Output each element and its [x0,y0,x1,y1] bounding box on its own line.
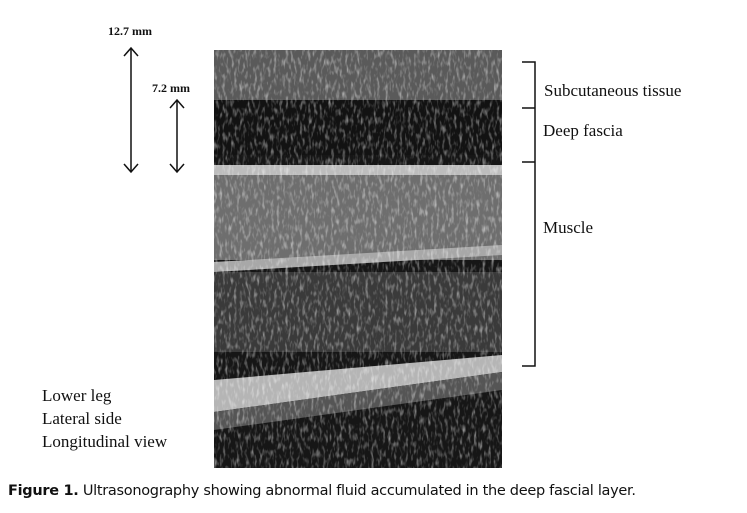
layer-brackets [522,61,536,367]
caption-label: Figure 1. [8,483,79,499]
measurement-label-total: 12.7 mm [108,24,152,38]
view-info-view: Longitudinal view [42,432,168,451]
label-subcutaneous-tissue: Subcutaneous tissue [544,81,682,100]
view-info-side: Lateral side [42,409,122,428]
ultrasound-image [214,50,502,468]
figure-caption: Figure 1. Ultrasonography showing abnorm… [8,483,636,499]
label-deep-fascia: Deep fascia [543,121,623,140]
label-muscle: Muscle [543,218,594,237]
view-info-location: Lower leg [42,386,112,405]
measurement-arrows [123,46,185,174]
caption-text: Ultrasonography showing abnormal fluid a… [78,483,636,499]
measurement-label-fascia: 7.2 mm [152,81,190,95]
